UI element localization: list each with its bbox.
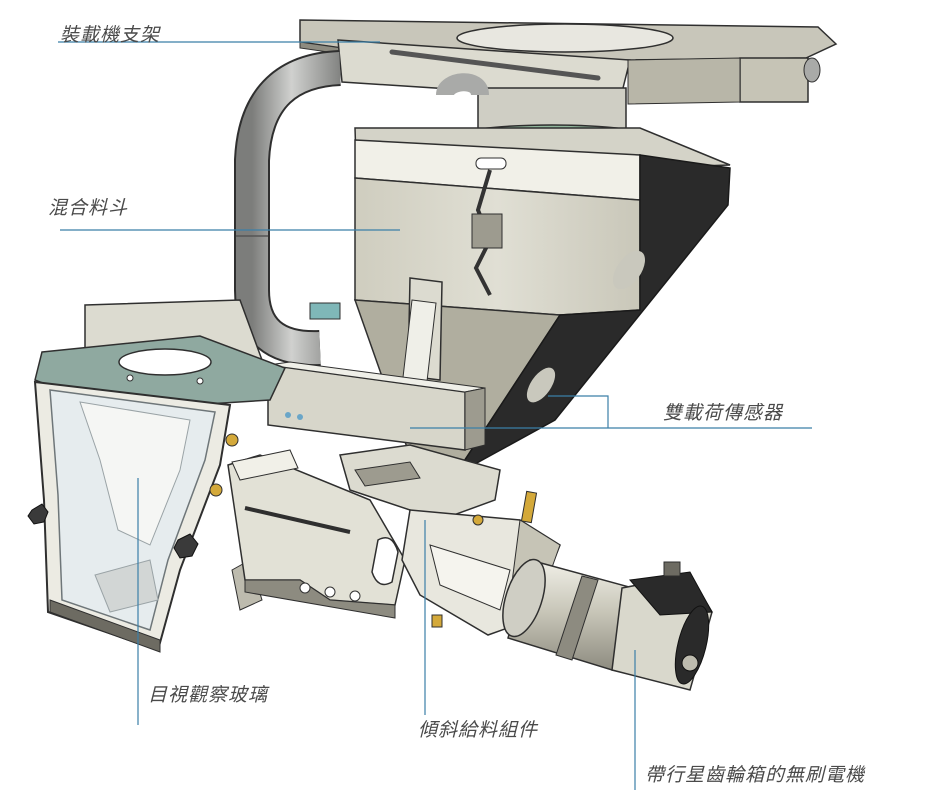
loader-mount-plate — [299, 19, 838, 105]
leader-line-loadcell-upper — [548, 395, 609, 428]
tilting-feeder-assembly — [227, 444, 561, 636]
label-brushless-motor: 帶行星齒輪箱的無刷電機 — [645, 764, 866, 786]
leader-lines — [58, 41, 812, 790]
mixing-hopper — [353, 127, 731, 476]
label-sight-glass: 目視觀察玻璃 — [148, 684, 269, 706]
motor-gearbox — [502, 558, 713, 691]
load-cell-assembly — [267, 277, 486, 451]
suction-pipe — [234, 50, 489, 367]
label-dual-load-cell: 雙載荷傳感器 — [663, 402, 784, 424]
label-mixing-hopper: 混合料斗 — [48, 197, 129, 219]
sight-glass-unit — [27, 335, 287, 653]
label-tilting-feeder: 傾斜給料組件 — [418, 719, 539, 741]
label-loader-mount: 裝載機支架 — [60, 24, 161, 46]
